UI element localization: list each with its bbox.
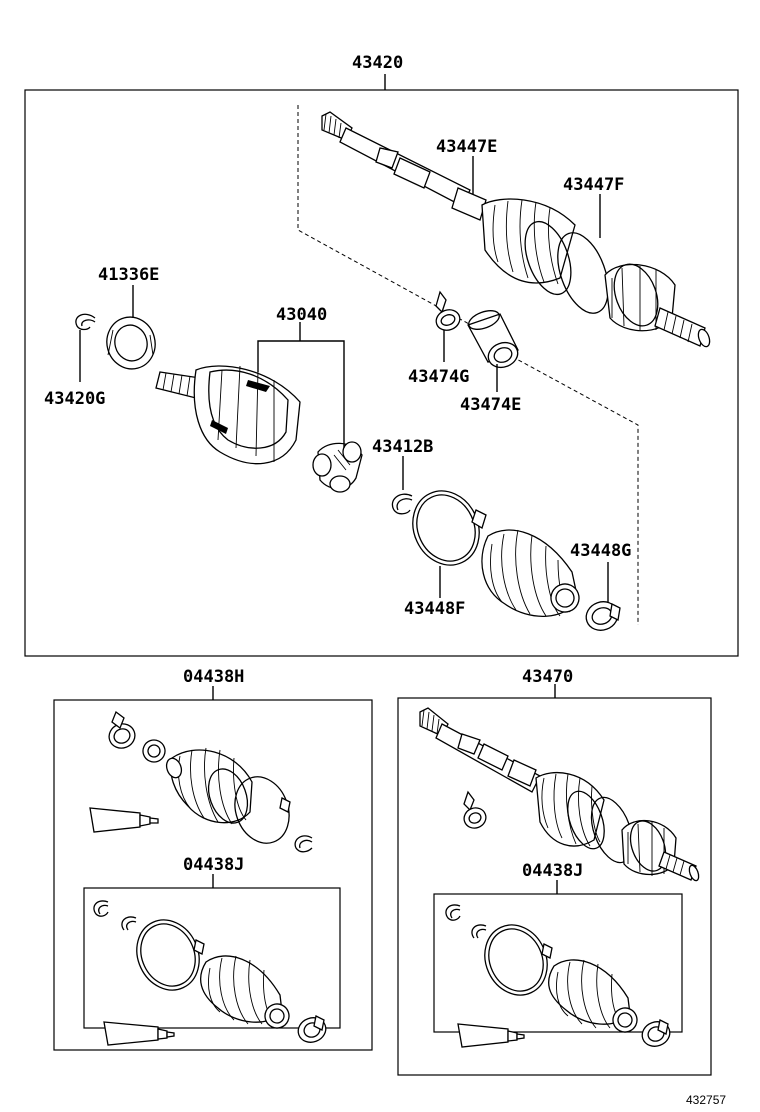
label-43448F[interactable]: 43448F bbox=[404, 599, 465, 619]
label-43040[interactable]: 43040 bbox=[276, 305, 327, 325]
label-43474G[interactable]: 43474G bbox=[408, 367, 469, 387]
assembly-43470-frame bbox=[397, 697, 712, 1076]
label-04438J-left[interactable]: 04438J bbox=[183, 855, 244, 875]
label-04438J-right[interactable]: 04438J bbox=[522, 861, 583, 881]
part-43448F bbox=[412, 490, 487, 566]
label-43448G[interactable]: 43448G bbox=[570, 541, 631, 561]
part-43448G bbox=[585, 601, 621, 631]
label-43412B[interactable]: 43412B bbox=[372, 437, 433, 457]
part-43412B bbox=[391, 493, 413, 515]
kit-04438J-right-frame bbox=[433, 893, 683, 1033]
assembly-43420: 43420 bbox=[24, 53, 739, 657]
label-43420[interactable]: 43420 bbox=[352, 53, 403, 73]
label-41336E[interactable]: 41336E bbox=[98, 265, 159, 285]
figure-number: 432757 bbox=[686, 1093, 726, 1107]
part-41336E bbox=[106, 316, 156, 370]
part-43474G bbox=[435, 290, 461, 331]
kit-04438H: 04438H 04438J bbox=[53, 667, 373, 1051]
part-43420G bbox=[75, 313, 96, 331]
main-assembly-frame bbox=[24, 89, 739, 657]
label-43447F[interactable]: 43447F bbox=[563, 175, 624, 195]
label-43470[interactable]: 43470 bbox=[522, 667, 573, 687]
part-43040 bbox=[155, 365, 363, 493]
label-43420G[interactable]: 43420G bbox=[44, 389, 105, 409]
label-43447E[interactable]: 43447E bbox=[436, 137, 497, 157]
inner-boot bbox=[481, 529, 580, 617]
assembly-43470: 43470 04438J bbox=[397, 667, 712, 1076]
label-04438H[interactable]: 04438H bbox=[183, 667, 244, 687]
label-43474E[interactable]: 43474E bbox=[460, 395, 521, 415]
outer-shaft-assembly bbox=[321, 111, 711, 348]
kit-04438J-left-frame bbox=[83, 887, 341, 1029]
part-43474E bbox=[467, 310, 519, 369]
